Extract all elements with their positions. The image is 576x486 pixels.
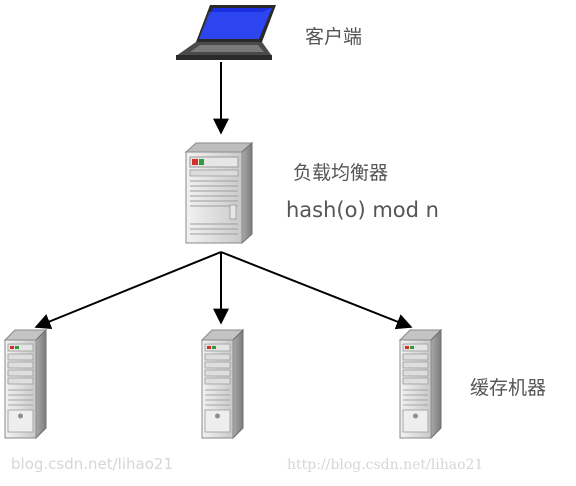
edge-lb-to-cache-1 [34, 251, 222, 330]
laptop-icon [176, 5, 276, 60]
cache-server-1-icon [3, 328, 48, 440]
watermark-left: blog.csdn.net/lihao21 [11, 455, 173, 473]
cache-server-3-icon [398, 328, 443, 440]
client-label: 客户端 [305, 26, 363, 48]
watermark-right: http://blog.csdn.net/lihao21 [287, 457, 484, 473]
edge-lb-to-cache-3 [220, 251, 413, 330]
cache-server-2-icon [200, 328, 245, 440]
cache-servers-label: 缓存机器 [470, 377, 547, 399]
hash-formula-label: hash(o) mod n [286, 198, 439, 222]
load-balancer-server-icon [184, 141, 254, 245]
load-balancer-label: 负载均衡器 [293, 162, 389, 184]
